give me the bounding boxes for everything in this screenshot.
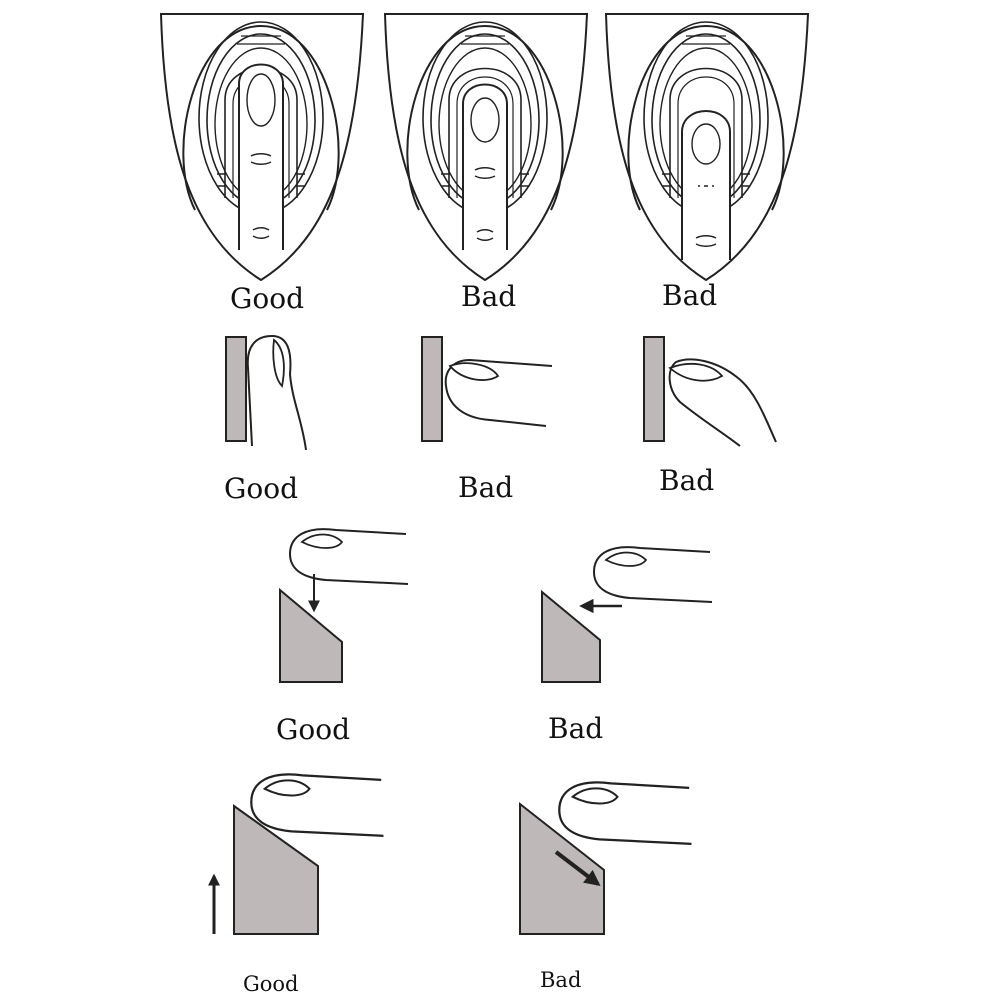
label-row1-panel2: Bad [461,280,517,313]
approach-bad [541,546,713,683]
swipe-bad [519,781,693,935]
swipe-good [208,773,385,935]
diagonal-down-arrow-icon [554,850,601,886]
label-row4-panel2: Bad [540,968,582,992]
label-row1-panel1: Good [230,282,305,315]
finger-side-bad-tip [643,336,777,447]
label-row2-panel2: Bad [458,471,514,504]
label-row2-panel3: Bad [659,464,715,497]
finger-side-good [225,334,307,451]
label-row3-panel2: Bad [548,712,604,745]
scanner-top-view-good [160,13,364,281]
label-row2-panel1: Good [224,472,299,505]
label-row3-panel1: Good [276,713,351,746]
label-row4-panel1: Good [243,972,299,996]
finger-side-bad-flat [421,336,553,442]
scanner-top-view-bad-offset [384,13,588,281]
scanner-top-view-bad-low [605,13,809,281]
label-row1-panel3: Bad [662,279,718,312]
approach-good [279,528,409,683]
